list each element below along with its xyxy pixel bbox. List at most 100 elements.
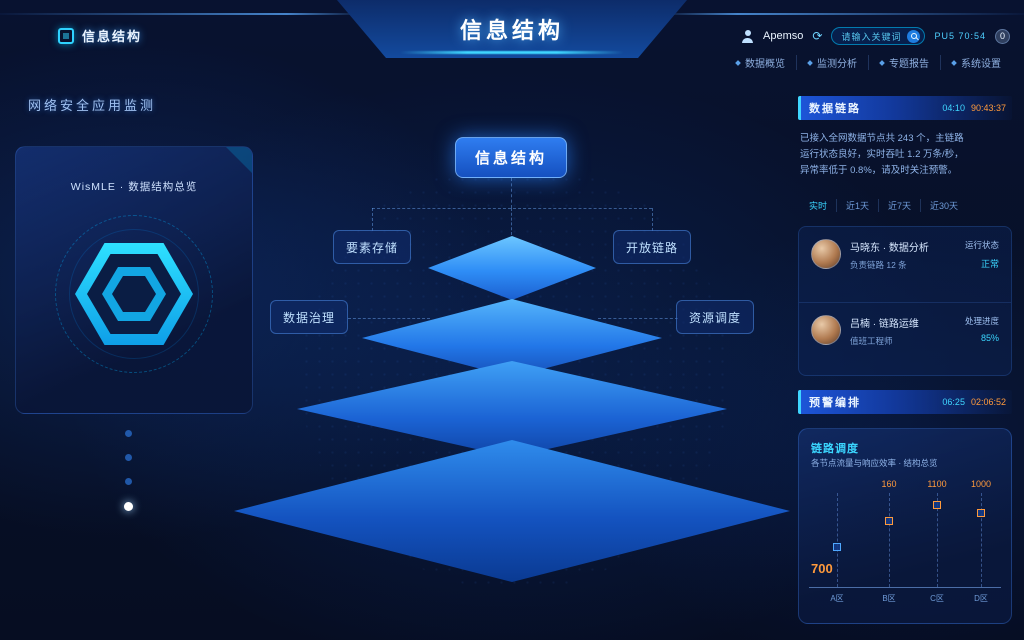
connector-line bbox=[598, 318, 678, 319]
member-info: 马晓东 · 数据分析 负责链路 12 条 bbox=[850, 239, 929, 271]
chart-gridline bbox=[889, 493, 890, 587]
section-time: 06:25 bbox=[942, 397, 965, 407]
section-time: 04:10 bbox=[942, 103, 965, 113]
time-filter-tabs: 实时 近1天 近7天 近30天 bbox=[800, 199, 967, 212]
list-item[interactable]: 吕楠 · 链路运维 值班工程师 处理进度 85% bbox=[799, 302, 1011, 377]
pagination-dots bbox=[124, 430, 133, 511]
member-name: 吕楠 · 链路运维 bbox=[850, 319, 919, 330]
avatar bbox=[811, 315, 841, 345]
list-item[interactable]: 马晓东 · 数据分析 负责链路 12 条 运行状态 正常 bbox=[799, 227, 1011, 302]
avatar bbox=[811, 239, 841, 269]
card-title: WisMLE · 数据结构总览 bbox=[70, 181, 198, 193]
tab-30d[interactable]: 近30天 bbox=[930, 201, 959, 211]
search-placeholder: 请输入关键词 bbox=[841, 31, 902, 42]
diagram-node-storage[interactable]: 要素存储 bbox=[333, 230, 411, 264]
top-nav: 数据概览 监测分析 专题报告 系统设置 bbox=[725, 55, 1012, 70]
summary-line: 运行状态良好，实时吞吐 1.2 万条/秒， bbox=[800, 149, 964, 161]
nav-link[interactable]: 数据概览 bbox=[725, 55, 796, 70]
connector-line bbox=[348, 318, 430, 319]
timeline-chart: 700 A区 160 B区 1100 C区 1000 bbox=[809, 479, 1001, 615]
monitor-title: 链路调度 bbox=[811, 443, 859, 455]
summary-line: 异常率低于 0.8%，请及时关注预警。 bbox=[800, 165, 958, 177]
member-status: 处理进度 85% bbox=[965, 315, 999, 343]
chart-value-label: 1100 bbox=[927, 479, 947, 489]
monitor-card: 链路调度 各节点流量与响应效率 · 结构总览 700 A区 160 B区 110… bbox=[798, 428, 1012, 624]
chart-marker bbox=[933, 501, 941, 509]
nav-item-icon bbox=[807, 59, 813, 66]
version-text: PU5 70:54 bbox=[934, 31, 986, 41]
personnel-list: 马晓东 · 数据分析 负责链路 12 条 运行状态 正常 吕楠 · 链路运维 值… bbox=[798, 226, 1012, 376]
pagination-dot[interactable] bbox=[125, 478, 132, 485]
member-info: 吕楠 · 链路运维 值班工程师 bbox=[850, 315, 919, 347]
diagram-node-resource[interactable]: 资源调度 bbox=[676, 300, 754, 334]
member-meta: 值班工程师 bbox=[850, 336, 893, 346]
connector-line bbox=[511, 208, 512, 235]
section-title: 预警编排 bbox=[809, 397, 861, 409]
tab-realtime[interactable]: 实时 bbox=[800, 199, 838, 212]
diagram-node-link[interactable]: 开放链路 bbox=[613, 230, 691, 264]
pagination-dot-active[interactable] bbox=[124, 502, 133, 511]
status-value: 85% bbox=[980, 333, 999, 343]
monitor-subtitle: 各节点流量与响应效率 · 结构总览 bbox=[811, 458, 938, 468]
diagram-node-governance[interactable]: 数据治理 bbox=[270, 300, 348, 334]
chart-column: 1000 D区 bbox=[961, 479, 1001, 603]
search-box[interactable]: 请输入关键词 bbox=[831, 27, 926, 45]
connector-line bbox=[652, 208, 653, 231]
nav-link-label: 监测分析 bbox=[817, 59, 857, 70]
notification-badge[interactable]: 0 bbox=[995, 28, 1010, 44]
chart-value-label: 1000 bbox=[970, 479, 992, 489]
nav-link[interactable]: 专题报告 bbox=[868, 55, 940, 70]
connector-line bbox=[511, 178, 512, 208]
member-status: 运行状态 正常 bbox=[965, 239, 999, 270]
nav-link[interactable]: 系统设置 bbox=[940, 55, 1012, 70]
section-title: 数据链路 bbox=[809, 103, 861, 115]
section-value: 90:43:37 bbox=[970, 103, 1006, 113]
chart-column: 160 B区 bbox=[869, 479, 909, 603]
status-label: 处理进度 bbox=[964, 316, 999, 326]
chart-category-label: D区 bbox=[974, 594, 988, 603]
chart-category-label: C区 bbox=[930, 594, 944, 603]
dashed-ring bbox=[55, 215, 213, 373]
user-icon bbox=[741, 29, 754, 43]
status-label: 运行状态 bbox=[964, 240, 999, 250]
diagram-root-node[interactable]: 信息结构 bbox=[455, 137, 567, 178]
nav-link-label: 数据概览 bbox=[745, 59, 785, 70]
chart-marker bbox=[885, 517, 893, 525]
summary-text: 已接入全网数据节点共 243 个，主链路 运行状态良好，实时吞吐 1.2 万条/… bbox=[800, 131, 1012, 179]
member-name: 马晓东 · 数据分析 bbox=[850, 243, 929, 254]
pagination-dot[interactable] bbox=[125, 430, 132, 437]
chart-gridline bbox=[937, 493, 938, 587]
header-actions: Apemso ⟳ 请输入关键词 PU5 70:54 0 bbox=[741, 27, 1010, 45]
title-banner: 信息结构 bbox=[337, 0, 687, 58]
chart-category-label: A区 bbox=[830, 594, 844, 603]
chart-gridline bbox=[981, 493, 982, 587]
chart-column: 1100 C区 bbox=[917, 479, 957, 603]
pagination-dot[interactable] bbox=[125, 454, 132, 461]
nav-link[interactable]: 监测分析 bbox=[796, 55, 868, 70]
nav-link-label: 系统设置 bbox=[961, 59, 1001, 70]
chart-marker bbox=[833, 543, 841, 551]
chart-gridline bbox=[837, 493, 838, 587]
chart-marker bbox=[977, 509, 985, 517]
refresh-icon[interactable]: ⟳ bbox=[812, 29, 823, 43]
page-title: 信息结构 bbox=[459, 18, 564, 43]
chart-baseline bbox=[809, 587, 1001, 588]
tab-7d[interactable]: 近7天 bbox=[879, 199, 922, 212]
search-icon bbox=[910, 33, 917, 39]
nav-link-label: 专题报告 bbox=[889, 59, 929, 70]
section-header-datalink: 数据链路 04:10 90:43:37 bbox=[798, 96, 1012, 120]
chart-category-label: B区 bbox=[882, 594, 896, 603]
app-logo[interactable]: 信息结构 bbox=[58, 26, 142, 45]
connector-line bbox=[372, 208, 652, 209]
member-meta: 负责链路 12 条 bbox=[850, 260, 907, 270]
section-header-alerts: 预警编排 06:25 02:06:52 bbox=[798, 390, 1012, 414]
nav-item-icon bbox=[735, 59, 741, 66]
hexagon-emblem bbox=[49, 209, 219, 379]
summary-line: 已接入全网数据节点共 243 个，主链路 bbox=[800, 133, 964, 144]
status-value: 正常 bbox=[980, 259, 999, 269]
tab-1d[interactable]: 近1天 bbox=[837, 199, 880, 212]
user-menu[interactable]: Apemso bbox=[763, 30, 804, 42]
search-button[interactable] bbox=[907, 29, 921, 43]
nav-item-icon bbox=[951, 59, 957, 66]
